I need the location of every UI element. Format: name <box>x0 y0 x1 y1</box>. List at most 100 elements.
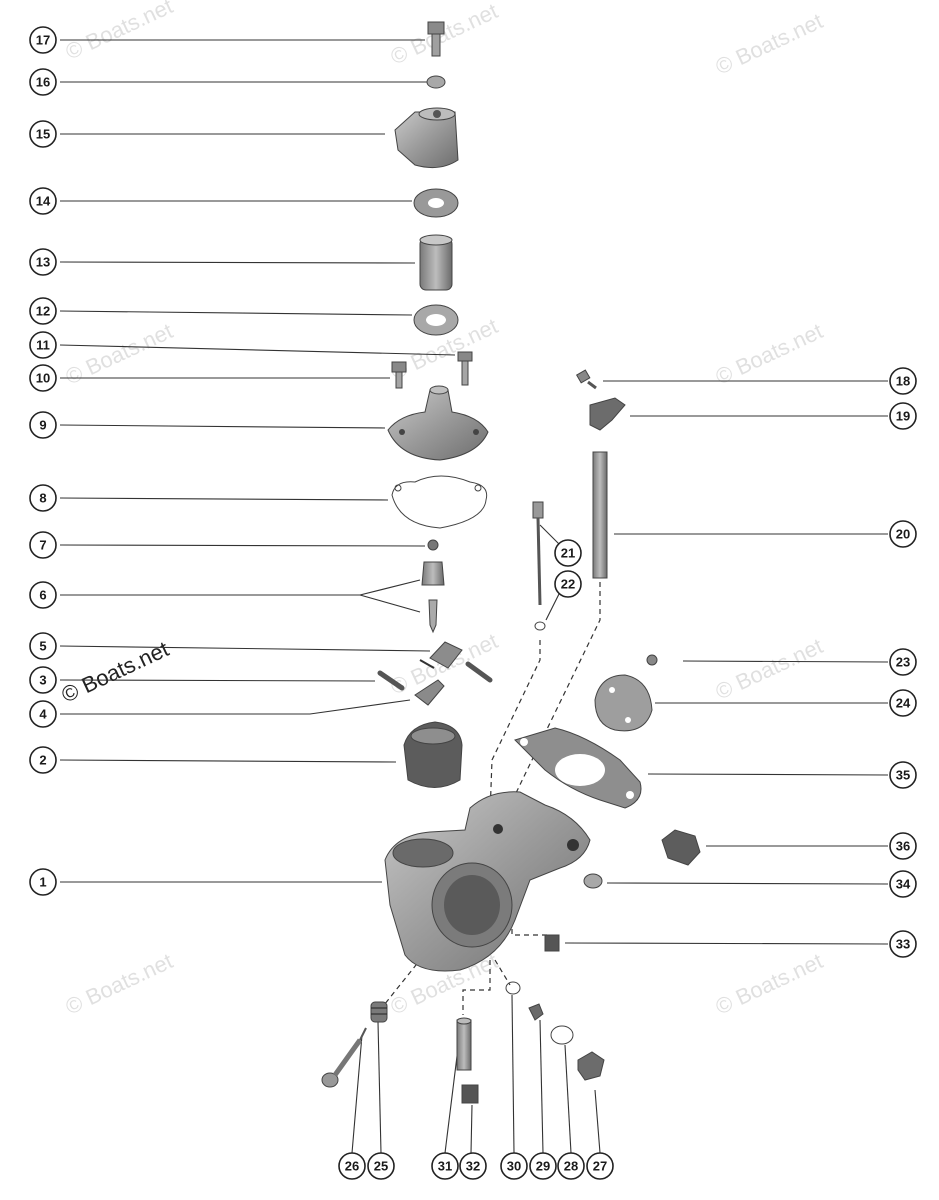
callout-number: 23 <box>896 655 910 670</box>
part-spring-25 <box>370 1001 388 1023</box>
callout-circle <box>889 367 917 395</box>
callout-number: 13 <box>36 255 50 270</box>
callout-number: 33 <box>896 937 910 952</box>
part-float-arm-4 <box>414 679 445 706</box>
part-gasket-14 <box>413 188 459 218</box>
callout-27: 27 <box>586 1152 614 1180</box>
callout-number: 35 <box>896 768 910 783</box>
callout-number: 25 <box>374 1159 388 1174</box>
callout-circle <box>889 648 917 676</box>
part-screw-29 <box>528 1003 544 1021</box>
part-screw-11 <box>457 351 473 386</box>
callout-circle <box>459 1152 487 1180</box>
callout-circle <box>29 68 57 96</box>
part-fuel-bowl-cover-15 <box>394 107 459 169</box>
callout-circle <box>29 746 57 774</box>
callout-number: 32 <box>466 1159 480 1174</box>
callout-circle <box>554 539 582 567</box>
callout-15: 15 <box>29 120 57 148</box>
callout-number: 8 <box>39 491 46 506</box>
part-inlet-housing-9 <box>387 385 489 461</box>
callout-17: 17 <box>29 26 57 54</box>
part-bolt-17 <box>427 21 445 57</box>
part-main-jet-31 <box>456 1017 472 1071</box>
leader-lines <box>59 39 889 1154</box>
part-screw-18 <box>575 369 597 390</box>
callout-circle <box>554 570 582 598</box>
callout-18: 18 <box>889 367 917 395</box>
part-nut-36 <box>661 829 701 866</box>
part-ball-7 <box>427 539 439 551</box>
callout-layer: 1234567891011121314151617181920212223242… <box>29 26 917 1180</box>
part-plug-32 <box>461 1084 479 1104</box>
callout-number: 22 <box>561 577 575 592</box>
callout-number: 3 <box>39 673 46 688</box>
callout-circle <box>889 832 917 860</box>
callout-20: 20 <box>889 520 917 548</box>
callout-circle <box>29 297 57 325</box>
callout-circle <box>29 581 57 609</box>
callout-11: 11 <box>29 331 57 359</box>
callout-circle <box>29 666 57 694</box>
watermark: © Boats.net <box>62 948 177 1019</box>
part-gasket-12 <box>413 304 459 336</box>
callout-number: 17 <box>36 33 50 48</box>
callout-33: 33 <box>889 930 917 958</box>
part-gasket-8 <box>391 475 488 529</box>
part-gasket-28 <box>550 1025 574 1045</box>
callout-5: 5 <box>29 632 57 660</box>
callout-circle <box>29 364 57 392</box>
part-pin-3 <box>377 670 405 691</box>
callout-circle <box>29 484 57 512</box>
part-shaft-20 <box>592 451 608 579</box>
callout-30: 30 <box>500 1152 528 1180</box>
watermark: © Boats.net <box>712 8 827 79</box>
callout-number: 26 <box>345 1159 359 1174</box>
callout-7: 7 <box>29 531 57 559</box>
callout-21: 21 <box>554 539 582 567</box>
callout-13: 13 <box>29 248 57 276</box>
callout-number: 7 <box>39 538 46 553</box>
watermark: © Boats.net <box>712 948 827 1019</box>
part-seat-needle-6 <box>421 561 445 634</box>
callout-circle <box>29 331 57 359</box>
watermark: © Boats.net <box>712 318 827 389</box>
callout-circle <box>557 1152 585 1180</box>
part-oring-22 <box>534 621 546 631</box>
callout-circle <box>29 187 57 215</box>
part-hinge-5 <box>419 641 463 669</box>
callout-number: 27 <box>593 1159 607 1174</box>
part-pin-3b <box>465 661 493 683</box>
callout-number: 20 <box>896 527 910 542</box>
callout-1: 1 <box>29 868 57 896</box>
callout-circle <box>431 1152 459 1180</box>
callout-10: 10 <box>29 364 57 392</box>
part-washer-16 <box>426 75 446 89</box>
callout-number: 6 <box>39 588 46 603</box>
callout-number: 30 <box>507 1159 521 1174</box>
part-mixture-screw-26 <box>321 1027 367 1088</box>
callout-number: 4 <box>39 707 47 722</box>
part-oring-30 <box>505 981 521 995</box>
callout-circle <box>889 520 917 548</box>
watermark: © Boats.net <box>62 318 177 389</box>
callout-number: 5 <box>39 639 46 654</box>
callout-circle <box>889 761 917 789</box>
callout-number: 11 <box>36 338 50 353</box>
callout-2: 2 <box>29 746 57 774</box>
callout-number: 19 <box>896 409 910 424</box>
callout-number: 28 <box>564 1159 578 1174</box>
callout-26: 26 <box>338 1152 366 1180</box>
callout-25: 25 <box>367 1152 395 1180</box>
callout-number: 15 <box>36 127 50 142</box>
callout-number: 34 <box>896 877 911 892</box>
callout-circle <box>889 870 917 898</box>
callout-circle <box>29 531 57 559</box>
watermark: © Boats.net <box>387 0 502 70</box>
watermark: © Boats.net <box>62 0 177 65</box>
callout-6: 6 <box>29 581 57 609</box>
callout-3: 3 <box>29 666 57 694</box>
callout-circle <box>29 120 57 148</box>
callout-circle <box>29 868 57 896</box>
